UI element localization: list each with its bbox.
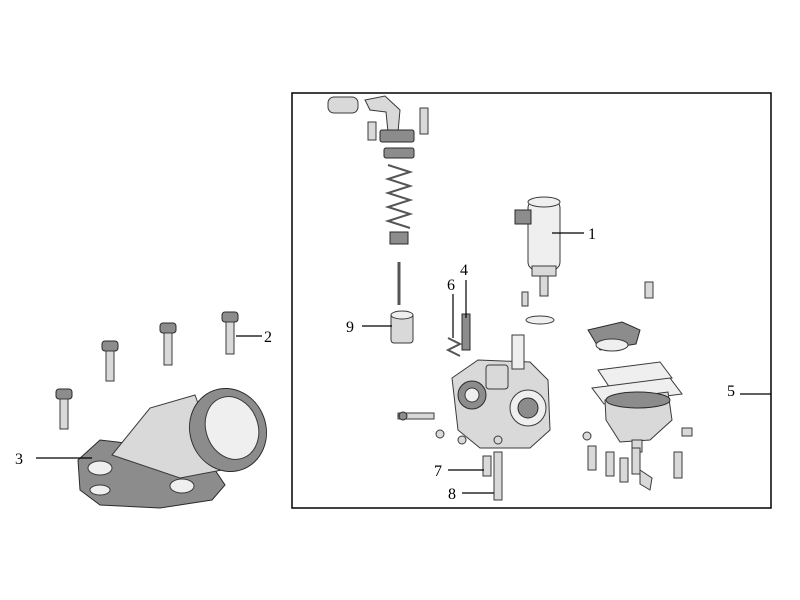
callout-3: 3: [15, 451, 92, 468]
main-jet: [482, 455, 492, 477]
throttle-slide: [390, 310, 414, 344]
intake-manifold-group: [55, 311, 267, 509]
svg-text:3: 3: [15, 451, 23, 468]
svg-text:1: 1: [588, 226, 596, 243]
svg-text:2: 2: [264, 329, 272, 346]
svg-text:6: 6: [447, 277, 455, 294]
callout-6: 6: [447, 277, 455, 338]
carburetor-frame: [291, 92, 772, 509]
throttle-spring: [383, 147, 415, 245]
intake-manifold: [77, 387, 267, 509]
bowl-screws: [587, 445, 683, 491]
manifold-bolt: [55, 388, 73, 430]
svg-text:7: 7: [434, 463, 442, 480]
carburetor-body: [451, 334, 551, 449]
float-bowl-assembly: [587, 281, 693, 453]
svg-text:4: 4: [460, 262, 468, 279]
manifold-bolt: [101, 340, 119, 382]
callout-8: 8: [448, 486, 494, 503]
manifold-bolt: [221, 311, 239, 355]
svg-text:5: 5: [727, 383, 735, 400]
idle-screw: [445, 313, 471, 357]
carburetor-group: [327, 95, 693, 501]
gasket: [525, 315, 555, 325]
throttle-cable-cap: [327, 95, 429, 143]
callout-9: 9: [346, 319, 392, 336]
callout-4: 4: [460, 262, 468, 318]
callout-1: 1: [552, 226, 596, 243]
side-fittings: [397, 411, 592, 445]
choke-plunger: [514, 196, 561, 297]
callout-5: 5: [727, 383, 771, 400]
small-screw: [521, 291, 529, 307]
jet-holder: [493, 451, 503, 501]
callout-7: 7: [434, 463, 484, 480]
svg-text:9: 9: [346, 319, 354, 336]
callout-2: 2: [236, 329, 272, 346]
svg-text:8: 8: [448, 486, 456, 503]
manifold-bolt: [159, 322, 177, 366]
